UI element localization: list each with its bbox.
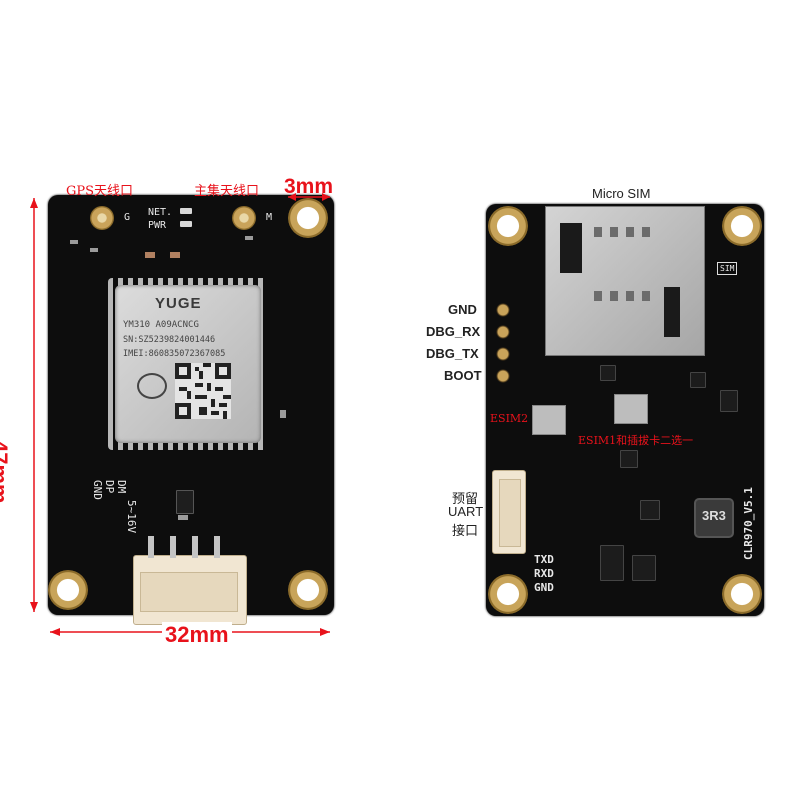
qr-code	[175, 363, 231, 419]
ic-chip	[620, 450, 638, 468]
smd-component	[90, 248, 98, 252]
smd-component	[70, 240, 78, 244]
pin-label-dbg-tx: DBG_TX	[426, 346, 479, 361]
silk-pwr: PWR	[148, 220, 167, 231]
ic-chip	[720, 390, 738, 412]
hole-dimension-label: 3mm	[284, 175, 334, 198]
smd-component	[280, 410, 286, 418]
esim1-label: ESIM1和插拔卡二选一	[578, 434, 694, 447]
width-dimension-label: 32mm	[162, 622, 232, 648]
micro-sim-label: Micro SIM	[592, 186, 651, 201]
ic-chip	[600, 545, 624, 581]
power-usb-connector	[133, 536, 247, 625]
silk-sim: SIM	[717, 262, 738, 275]
pad-boot	[496, 369, 510, 383]
gps-antenna-connector	[90, 206, 114, 230]
led	[180, 208, 192, 214]
right-mounting-hole-bl	[488, 574, 528, 614]
esim2-label: ESIM2	[490, 412, 529, 425]
esim1-chip	[614, 394, 648, 424]
silk-gnd-right: GND	[534, 581, 554, 594]
uart-connector	[492, 470, 526, 554]
module-model: YM310 A09ACNCG	[123, 320, 199, 330]
esim2-chip	[532, 405, 566, 435]
led	[180, 221, 192, 227]
right-mounting-hole-tl	[488, 206, 528, 246]
uart-label-2: UART	[448, 504, 484, 519]
ic-chip	[632, 555, 656, 581]
silk-rxd: RXD	[534, 567, 554, 580]
pad-gnd	[496, 303, 510, 317]
silk-m: M	[266, 212, 273, 223]
uart-label-1: 预留	[452, 491, 479, 506]
right-mounting-hole-tr	[722, 206, 762, 246]
smd-component	[178, 515, 188, 520]
inductor: 3R3	[694, 498, 734, 538]
ic-chip	[690, 372, 706, 388]
left-mounting-hole-tr	[288, 198, 328, 238]
module-sn: SN:SZ5239824001446	[123, 335, 216, 345]
height-dimension-label: 47mm	[0, 440, 12, 504]
gps-antenna-label: GPS天线口	[66, 184, 134, 199]
ccc-logo	[137, 373, 167, 399]
main-antenna-label: 主集天线口	[194, 184, 260, 199]
smd-component	[245, 236, 253, 240]
pin-label-boot: BOOT	[444, 368, 482, 383]
silk-version: CLR970_V5.1	[742, 487, 755, 560]
left-mounting-hole-br	[288, 570, 328, 610]
ic-chip	[176, 490, 194, 514]
module-imei: IMEI:860835072367085	[123, 349, 226, 359]
left-mounting-hole-bl	[48, 570, 88, 610]
pad-dbg-rx	[496, 325, 510, 339]
silk-g: G	[124, 212, 131, 223]
pin-label-dbg-rx: DBG_RX	[426, 324, 481, 339]
ic-chip	[600, 365, 616, 381]
right-mounting-hole-br	[722, 574, 762, 614]
micro-sim-holder	[545, 206, 705, 356]
silk-net: NET.	[148, 207, 173, 218]
main-antenna-connector	[232, 206, 256, 230]
smd-component	[145, 252, 155, 258]
smd-component	[170, 252, 180, 258]
inductor-label: 3R3	[702, 508, 726, 523]
silk-txd: TXD	[534, 553, 554, 566]
cellular-module: YUGE YM310 A09ACNCG SN:SZ5239824001446 I…	[115, 285, 261, 443]
module-brand: YUGE	[155, 295, 202, 312]
pad-dbg-tx	[496, 347, 510, 361]
ic-chip	[640, 500, 660, 520]
pin-label-gnd: GND	[448, 302, 477, 317]
uart-label-3: 接口	[452, 523, 479, 538]
